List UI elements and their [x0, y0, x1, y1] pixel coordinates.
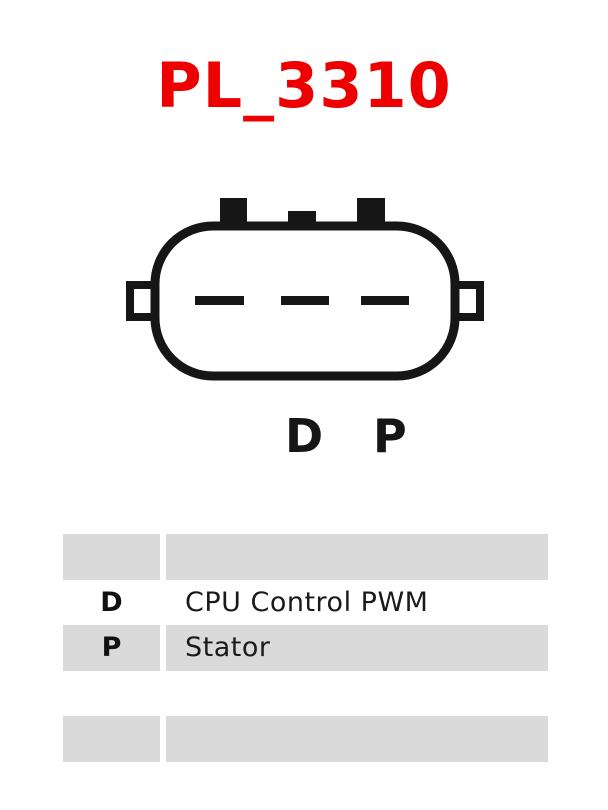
pin-label-d: D	[285, 409, 324, 463]
pin-function-cell	[166, 671, 548, 717]
pin-function-cell: Stator	[166, 625, 548, 671]
table-row	[63, 716, 548, 762]
pin-key-cell	[63, 671, 160, 717]
connector-plug-icon	[126, 198, 484, 381]
connector-top-tab-right	[357, 198, 385, 226]
part-number-title: PL_3310	[156, 49, 452, 122]
pin-function-cell	[166, 716, 548, 762]
pin-function-cell	[166, 534, 548, 580]
connector-top-tab-left	[220, 198, 247, 226]
table-row: D CPU Control PWM	[63, 580, 548, 626]
table-row: P Stator	[63, 625, 548, 671]
pin-key-cell: D	[100, 586, 123, 618]
connector-side-tab-right	[453, 281, 484, 321]
pin-assignment-table: D CPU Control PWM P Stator	[63, 534, 548, 762]
pin-slot-3	[361, 296, 409, 305]
pin-slot-2	[281, 296, 329, 305]
connector-side-tab-left	[126, 281, 157, 321]
table-row	[63, 671, 548, 717]
pin-label-p: P	[373, 409, 407, 463]
pin-slot-1	[195, 296, 244, 305]
pin-key-cell	[63, 534, 160, 580]
table-row	[63, 534, 548, 580]
pin-function-cell: CPU Control PWM	[185, 586, 429, 618]
pin-key-cell	[63, 716, 160, 762]
pin-key-cell: P	[63, 625, 160, 671]
